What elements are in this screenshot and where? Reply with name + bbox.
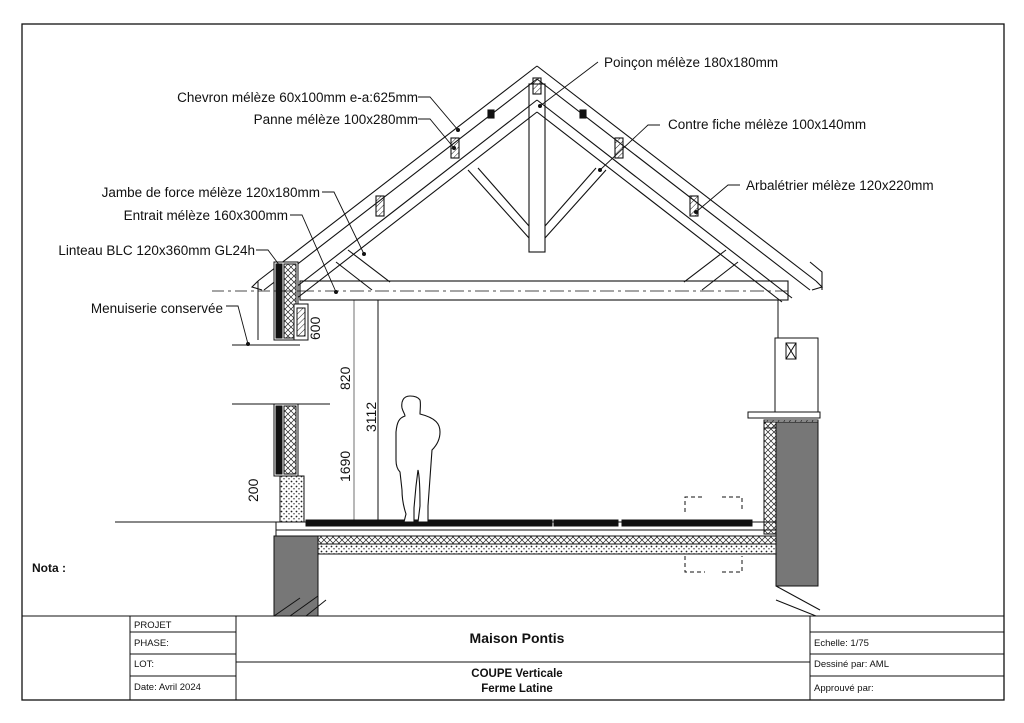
cartouche-date: Date: Avril 2024 [134, 682, 201, 693]
cartouche-subtitle-2: Ferme Latine [481, 683, 553, 695]
right-wall [747, 300, 821, 617]
dimension-820: 820 [337, 366, 353, 390]
dimension-600: 600 [307, 316, 323, 340]
cartouche-echelle: Echelle: 1/75 [814, 638, 869, 649]
cartouche-phase: PHASE: [134, 638, 169, 649]
cartouche-projet: PROJET [134, 620, 172, 631]
label-linteau: Linteau BLC 120x360mm GL24h [58, 243, 255, 258]
left-wall [232, 261, 330, 617]
cartouche-subtitle-1: COUPE Verticale [471, 668, 562, 680]
label-entrait: Entrait mélèze 160x300mm [124, 208, 288, 223]
label-arbaletrier: Arbalétrier mélèze 120x220mm [746, 178, 934, 193]
label-contre-fiche: Contre fiche mélèze 100x140mm [668, 117, 866, 132]
dimension-3112: 3112 [363, 402, 379, 432]
dimension-200: 200 [245, 478, 261, 502]
floor-slab [115, 496, 777, 573]
leader-dots [246, 104, 698, 346]
cartouche-approuve: Approuvé par: [814, 683, 874, 694]
label-menuiserie: Menuiserie conservée [91, 301, 223, 316]
cartouche-title: Maison Pontis [470, 630, 565, 646]
label-panne: Panne mélèze 100x280mm [254, 112, 418, 127]
label-poincon: Poinçon mélèze 180x180mm [604, 55, 778, 70]
leader-lines [226, 61, 740, 345]
page-frame [21, 23, 1005, 701]
human-figure-icon [395, 395, 441, 523]
cartouche-dessine: Dessiné par: AML [814, 659, 889, 670]
cartouche-lot: LOT: [134, 659, 154, 670]
label-jambe: Jambe de force mélèze 120x180mm [102, 185, 320, 200]
title-block [22, 615, 1004, 700]
label-chevron: Chevron mélèze 60x100mm e-a:625mm [177, 90, 418, 105]
dimension-1690: 1690 [337, 451, 353, 482]
nota-label: Nota : [32, 561, 66, 575]
